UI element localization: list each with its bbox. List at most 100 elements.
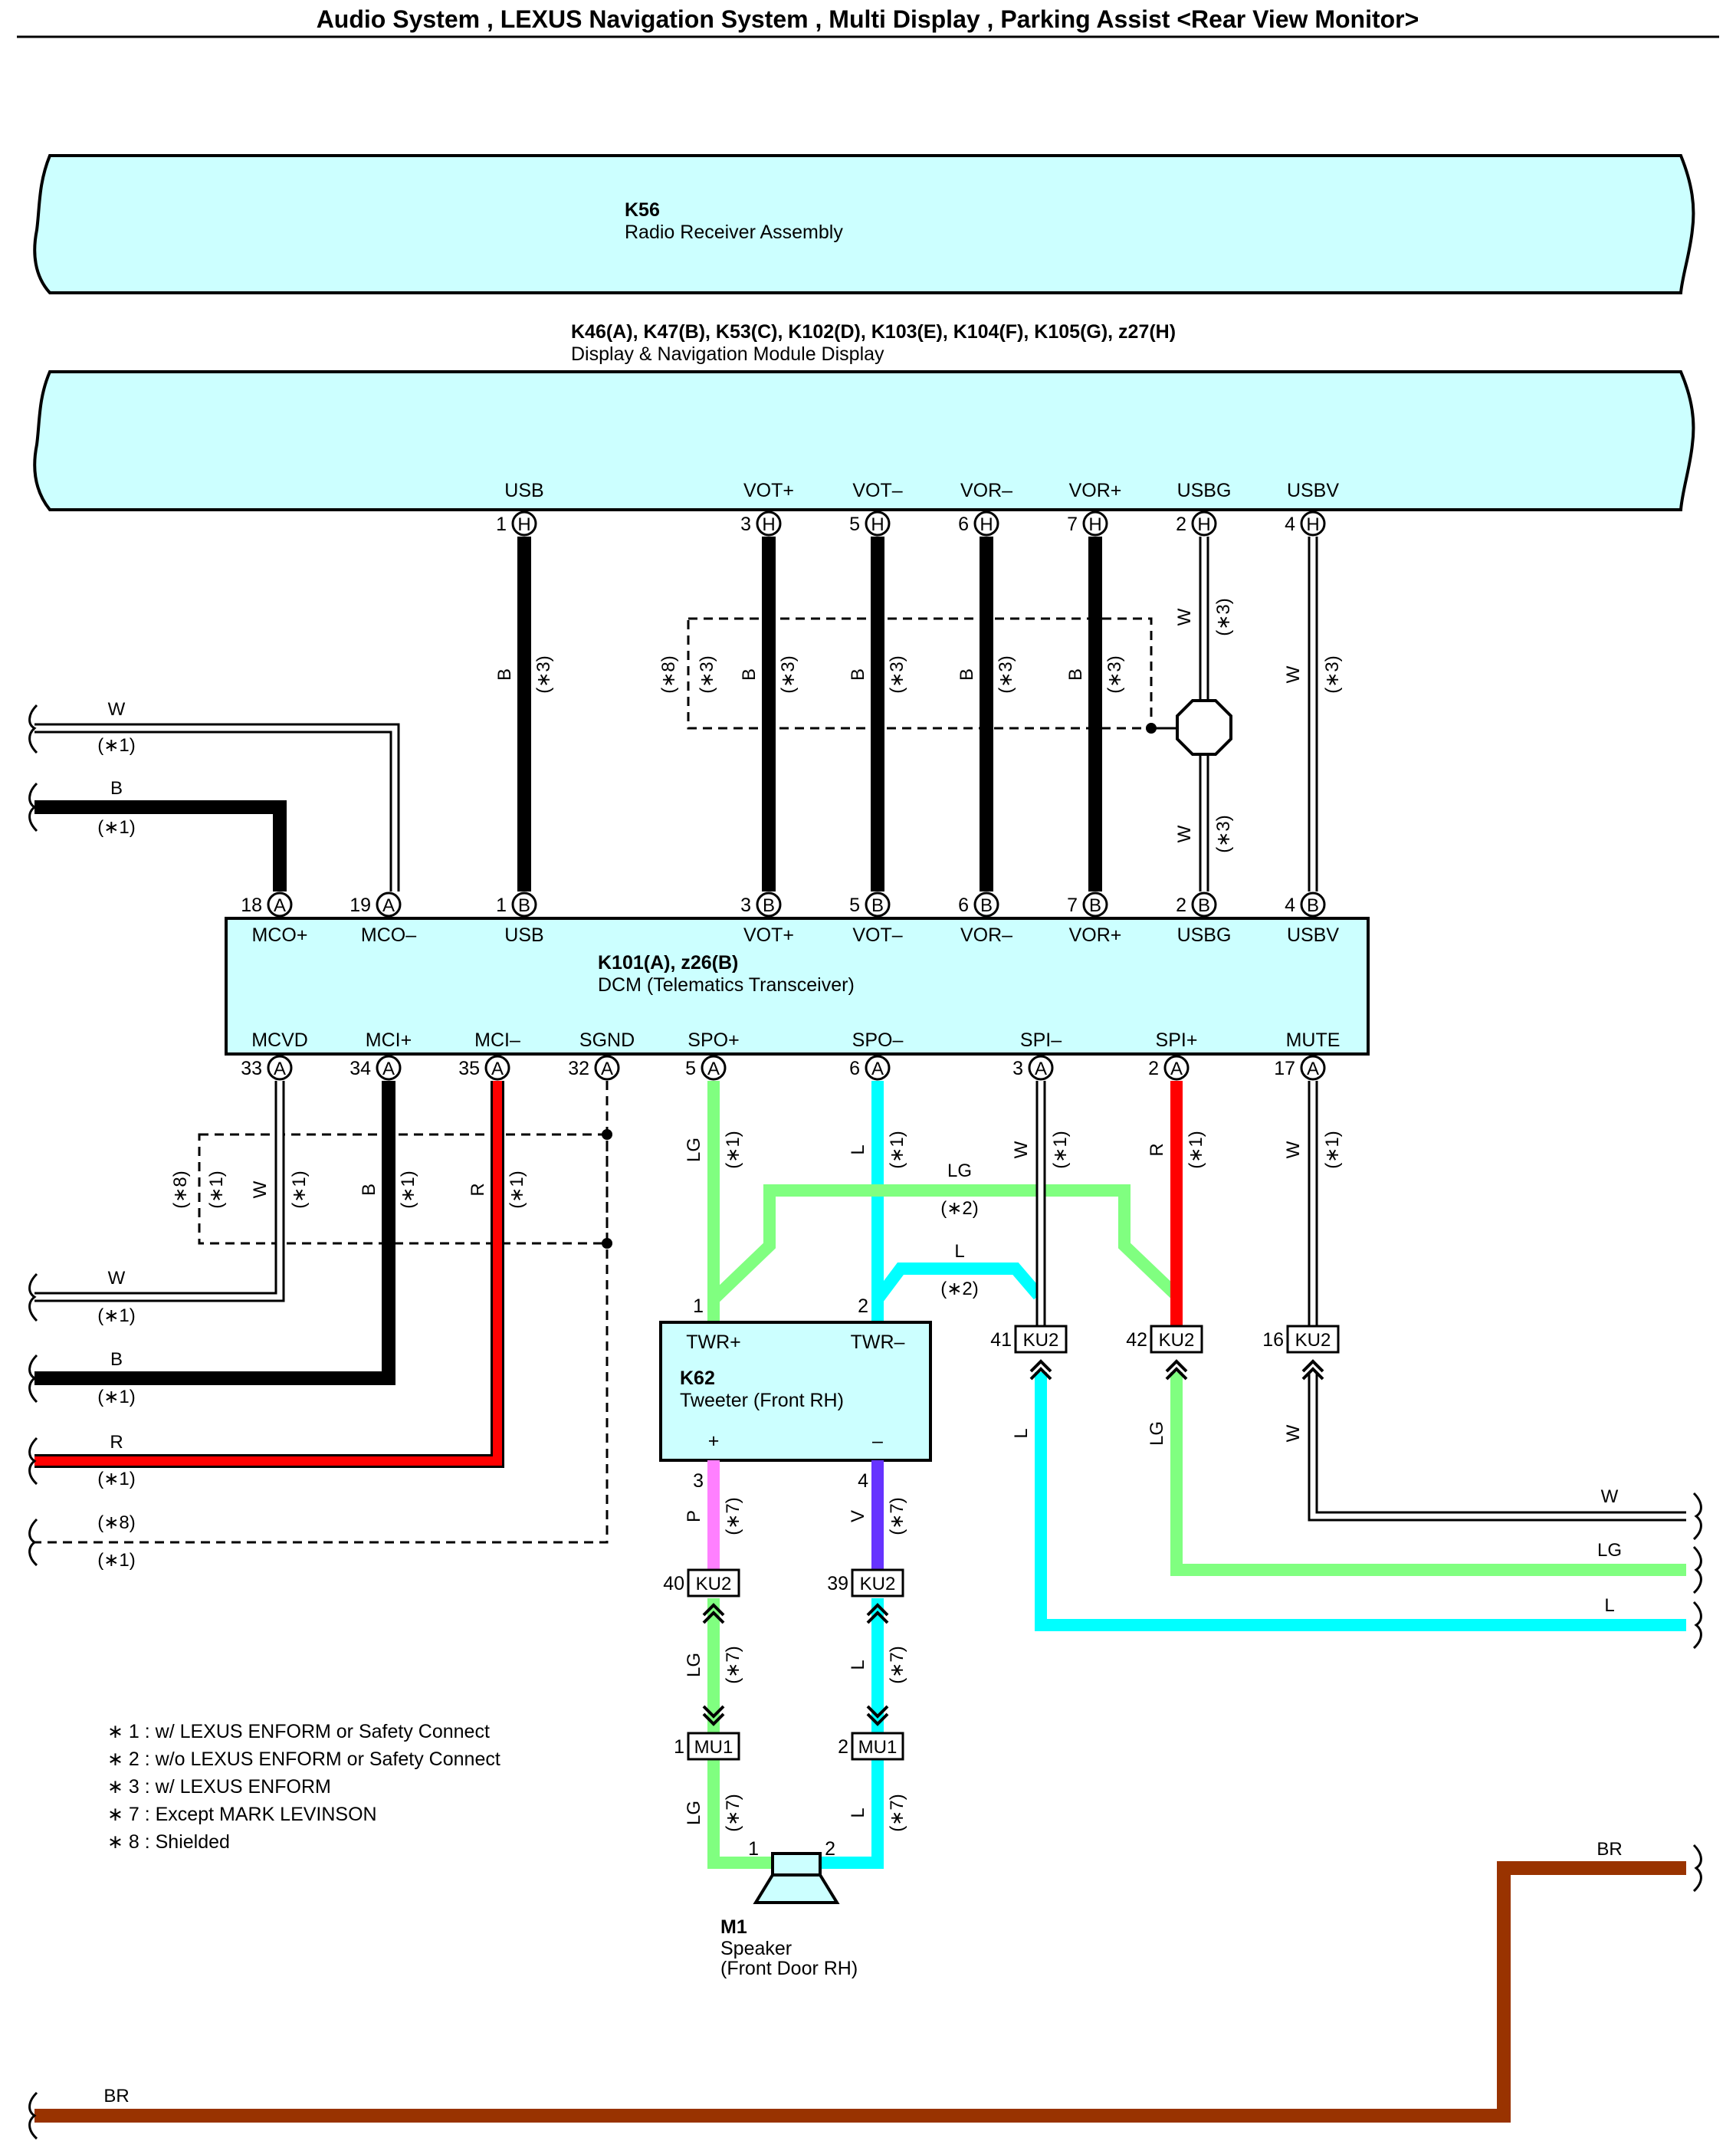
connector-label: KU2 — [1159, 1330, 1195, 1351]
wire-note: (∗1) — [1322, 1131, 1343, 1168]
speaker-pin: 2 — [825, 1838, 835, 1860]
connector-num: 40 — [663, 1573, 684, 1594]
chevron-up-icon — [1029, 1359, 1052, 1381]
wire-note: (∗3) — [1322, 655, 1343, 693]
wire-note: (∗3) — [1213, 815, 1234, 852]
pin-conn: H — [1306, 514, 1319, 535]
wire-color-label: W — [108, 699, 126, 720]
mu1-connector: MU1 1 — [674, 1705, 740, 1761]
pin-num: 7 — [1067, 895, 1078, 916]
pin-label: SPO– — [852, 1029, 904, 1051]
wire-note: (∗3) — [1104, 655, 1125, 693]
wire-l-speaker — [816, 1759, 884, 1869]
wire-mco-plus — [34, 800, 287, 891]
connector-box — [687, 1732, 740, 1761]
pin-conn: B — [980, 895, 993, 916]
wire-color-label: W — [1174, 608, 1195, 626]
break-mark — [1692, 1601, 1702, 1650]
pin-num: 4 — [1285, 895, 1295, 916]
pin-num: 6 — [958, 514, 969, 535]
wire-color-label: B — [494, 668, 515, 681]
pin-conn: B — [871, 895, 884, 916]
wire-ku2-16-w-fill — [1310, 1372, 1686, 1519]
chevron-up-icon — [1301, 1359, 1324, 1381]
mu1-connector: MU1 2 — [838, 1705, 904, 1761]
pin-num: 1 — [496, 514, 507, 535]
pin-num: 2 — [1176, 895, 1186, 916]
break-mark — [28, 782, 38, 832]
legend-item: ∗ 7 : Except MARK LEVINSON — [107, 1804, 377, 1825]
legend-item: ∗ 8 : Shielded — [107, 1831, 230, 1853]
wire-note: (∗7) — [887, 1794, 907, 1831]
break-mark — [28, 2091, 38, 2140]
pin-label: SPI+ — [1156, 1029, 1198, 1051]
wire-color-label: L — [1011, 1428, 1032, 1438]
wire-color-label: L — [954, 1241, 964, 1262]
legend-item: ∗ 1 : w/ LEXUS ENFORM or Safety Connect — [107, 1721, 490, 1742]
pin-num: 34 — [349, 1058, 371, 1079]
dcm-box — [225, 917, 1370, 1056]
pin-label: MCI– — [474, 1029, 520, 1051]
wire-color-label: L — [848, 1808, 868, 1817]
connector-num: 42 — [1126, 1329, 1147, 1351]
legend-item: ∗ 2 : w/o LEXUS ENFORM or Safety Connect — [107, 1748, 500, 1770]
speaker-pin: 1 — [748, 1838, 759, 1860]
pin-label: VOR– — [960, 924, 1012, 946]
wire-color-label: LG — [684, 1138, 704, 1162]
dcm-id: K101(A), z26(B) — [598, 952, 738, 974]
k62-box — [659, 1321, 932, 1462]
chevron-down-icon — [866, 1705, 889, 1726]
wire-color-label: B — [739, 668, 760, 681]
splice-point — [1176, 699, 1232, 756]
speaker-cone — [753, 1873, 840, 1904]
wire-mci-plus — [34, 1081, 395, 1385]
wire-color-label: B — [1065, 668, 1086, 681]
wire-ku2-16-w — [1308, 1372, 1686, 1522]
wire-lg-speaker — [707, 1759, 776, 1869]
wire-color-label: P — [684, 1510, 704, 1522]
wire-color-label: LG — [1597, 1540, 1622, 1561]
pin-num: 19 — [349, 895, 371, 916]
break-mark — [28, 1518, 38, 1567]
wire-br — [34, 1861, 1686, 2123]
connector-num: 2 — [838, 1736, 848, 1758]
pin-label: MCO+ — [252, 924, 308, 946]
display-pin: H2 — [1176, 511, 1217, 537]
pin-label: VOT+ — [743, 924, 794, 946]
display-pin: H7 — [1067, 511, 1108, 537]
k62-pin-label: TWR– — [851, 1331, 905, 1353]
pin-num: 6 — [849, 1058, 860, 1079]
wire-note: (∗1) — [97, 735, 135, 756]
wire-note: (∗1) — [97, 1469, 135, 1489]
wire-color-label: L — [848, 1144, 868, 1154]
display-box — [33, 370, 1695, 511]
connector-num: 1 — [674, 1736, 684, 1758]
connector-num: 39 — [827, 1573, 848, 1594]
pin-conn: B — [1198, 895, 1210, 916]
wire-note: (∗1) — [1050, 1131, 1071, 1168]
connector-box — [851, 1732, 904, 1761]
wire-note: (∗1) — [97, 1305, 135, 1326]
shield-note: (∗3) — [697, 655, 717, 693]
display-pin-label: VOR– — [960, 480, 1012, 501]
k62-pin-num: 1 — [693, 1295, 704, 1317]
wire-color-label: B — [110, 778, 123, 799]
pin-num: 3 — [1012, 1058, 1023, 1079]
pin-num: 5 — [849, 514, 860, 535]
wire-color-label: B — [359, 1184, 379, 1196]
pin-label: MCI+ — [366, 1029, 412, 1051]
wire-color-label: LG — [684, 1653, 704, 1677]
wire-note: (∗7) — [723, 1497, 743, 1535]
pin-num: 2 — [1148, 1058, 1159, 1079]
wire-labels-usbg: W (∗3) W (∗3) — [1174, 598, 1234, 852]
chevron-up-icon — [1165, 1359, 1188, 1381]
wire-color-label: W — [1283, 1141, 1304, 1158]
pin-label: VOT– — [852, 924, 902, 946]
